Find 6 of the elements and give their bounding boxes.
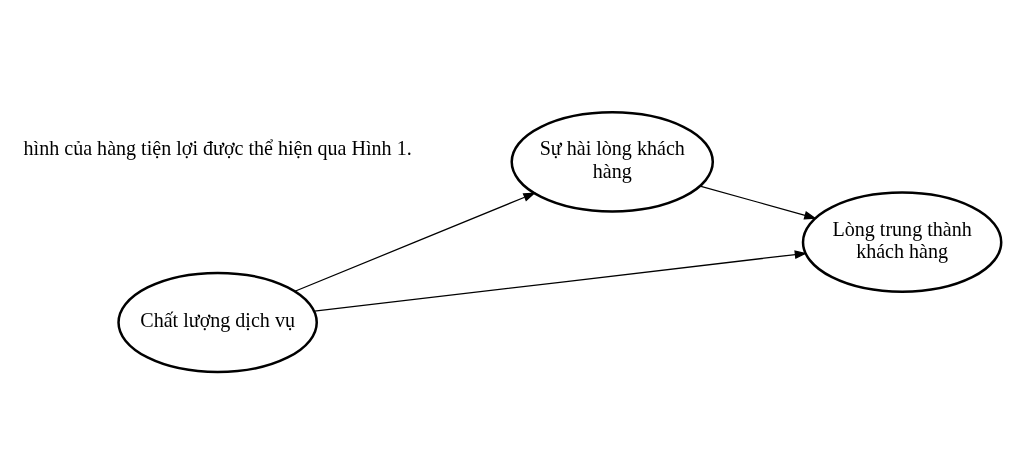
arrow <box>313 249 808 312</box>
node-ellipse: Sự hài lòng khách hàng <box>510 110 715 213</box>
arrow <box>699 184 817 219</box>
label: hình của hàng tiện lợi được thể hiện qua Hình 1. <box>23 136 412 159</box>
node-ellipse: Chất lượng dịch vụ <box>117 271 318 373</box>
arrow <box>294 192 536 292</box>
